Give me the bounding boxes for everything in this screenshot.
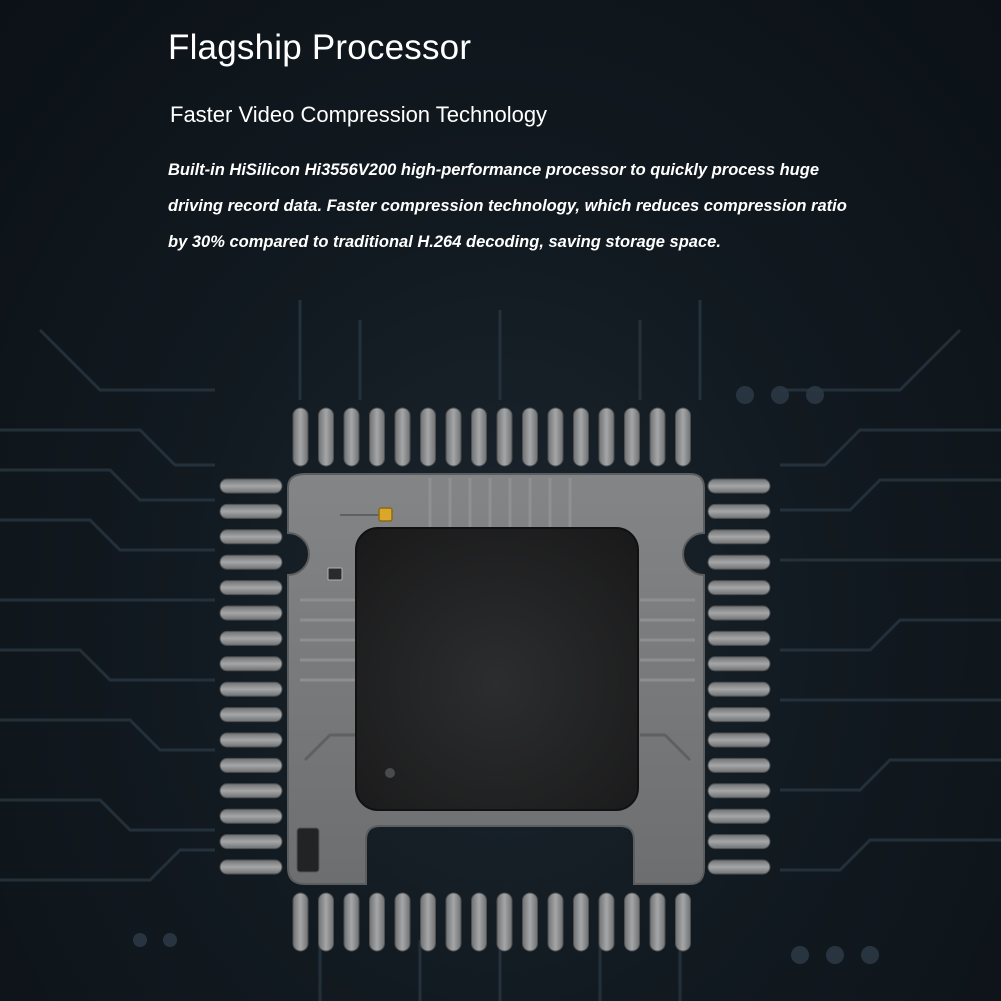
chip-pin <box>369 892 385 952</box>
chip-pin <box>219 757 283 773</box>
chip-pin <box>343 407 360 467</box>
chip-pin <box>707 859 771 875</box>
chip-pin <box>707 656 771 672</box>
chip-pin <box>343 892 360 952</box>
chip-pin <box>707 783 771 799</box>
gold-contact-pad <box>378 507 393 522</box>
chip-pin <box>675 892 691 952</box>
chip-pin <box>522 892 538 952</box>
chip-pins-right <box>707 478 771 875</box>
chip-pin <box>420 407 436 467</box>
chip-pin <box>219 605 283 621</box>
chip-pins-bottom <box>292 892 691 952</box>
chip-pin <box>219 656 283 672</box>
chip-pin <box>649 407 666 467</box>
chip-pin <box>707 732 771 748</box>
processor-die <box>355 527 639 811</box>
chip-pin <box>707 554 771 570</box>
chip-pin <box>573 892 589 952</box>
chip-pin <box>219 783 283 799</box>
chip-pin <box>219 859 283 875</box>
chip-pin <box>219 630 283 646</box>
chip-pin <box>707 757 771 773</box>
chip-pin <box>219 834 283 850</box>
chip-pin <box>445 892 462 952</box>
chip-pin <box>707 630 771 646</box>
chip-pin <box>219 681 283 697</box>
chip-pin <box>707 580 771 596</box>
die-orientation-dot <box>385 768 395 778</box>
product-description: Built-in HiSilicon Hi3556V200 high-perfo… <box>168 161 847 251</box>
chip-pins-top <box>292 407 691 467</box>
chip-pin <box>496 407 513 467</box>
smd-component <box>327 567 343 581</box>
chip-pin <box>496 892 513 952</box>
chip-pin <box>624 892 640 952</box>
chip-pin <box>219 554 283 570</box>
chip-pin <box>369 407 385 467</box>
chip-pin <box>471 892 487 952</box>
chip-pin <box>471 407 487 467</box>
chip-pin <box>707 834 771 850</box>
chip-pin <box>318 892 334 952</box>
chip-pin <box>219 478 283 494</box>
chip-pin <box>292 407 309 467</box>
chip-pin <box>420 892 436 952</box>
chip-pin <box>707 503 771 519</box>
chip-pin <box>707 707 771 723</box>
page-title: Flagship Processor <box>168 28 472 67</box>
chip-pin <box>394 892 411 952</box>
chip-pin <box>573 407 589 467</box>
smd-chip-component <box>296 827 320 873</box>
chip-pin <box>598 892 615 952</box>
chip-pin <box>624 407 640 467</box>
chip-pin <box>292 892 309 952</box>
chip-pin <box>219 732 283 748</box>
chip-pin <box>675 407 691 467</box>
chip-pin <box>649 892 666 952</box>
chip-pin <box>598 407 615 467</box>
chip-pin <box>219 529 283 545</box>
chip-pin <box>707 681 771 697</box>
chip-pins-left <box>219 478 283 875</box>
chip-pin <box>707 605 771 621</box>
chip-pin <box>219 503 283 519</box>
chip-pin <box>547 407 564 467</box>
chip-pin <box>394 407 411 467</box>
chip-pin <box>522 407 538 467</box>
chip-pin <box>219 707 283 723</box>
chip-pin <box>707 529 771 545</box>
chip-pin <box>547 892 564 952</box>
chip-pin <box>219 808 283 824</box>
chip-pin <box>219 580 283 596</box>
chip-pin <box>707 478 771 494</box>
page-subtitle: Faster Video Compression Technology <box>170 102 548 127</box>
chip-pin <box>318 407 334 467</box>
chip-pin <box>707 808 771 824</box>
chip-pin <box>445 407 462 467</box>
